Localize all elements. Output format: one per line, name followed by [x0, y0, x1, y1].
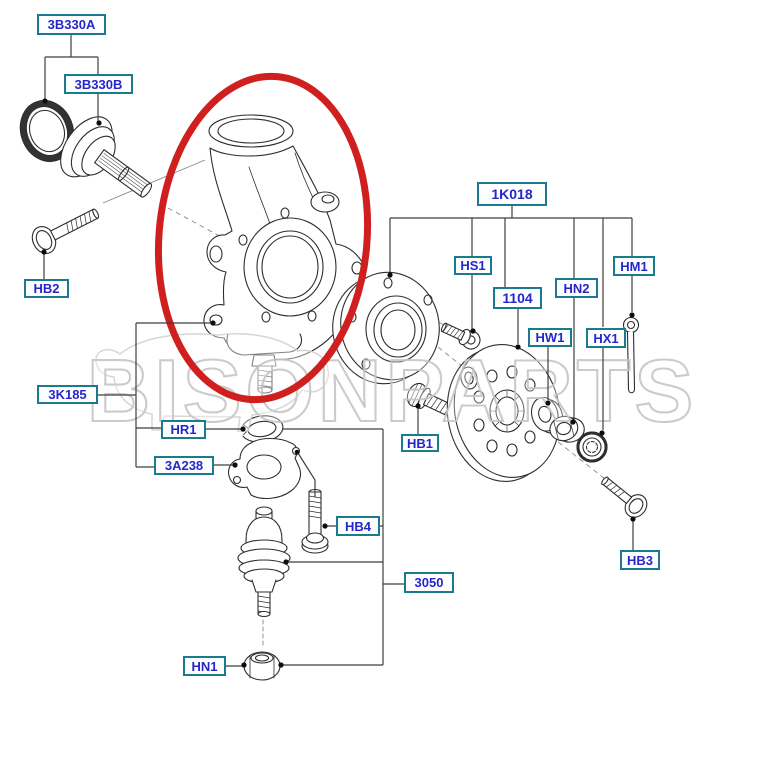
callout-HB4: HB4 — [336, 516, 380, 536]
hb2-bolt-drawing — [31, 208, 100, 254]
callout-lines — [43, 35, 634, 667]
hb3-bolt-drawing — [601, 476, 648, 518]
callout-HR1: HR1 — [161, 420, 206, 439]
callout-HB3: HB3 — [620, 550, 660, 570]
callout-3B330B: 3B330B — [64, 74, 133, 94]
hr1-snap-ring-drawing — [238, 415, 284, 443]
hb4-bolt-drawing — [301, 488, 329, 554]
abs-ring-drawing — [19, 99, 75, 163]
callout-HM1: HM1 — [613, 256, 655, 276]
callout-HB2: HB2 — [24, 279, 69, 298]
callout-3050: 3050 — [404, 572, 454, 593]
callout-HX1: HX1 — [586, 328, 626, 348]
callout-3B330A: 3B330A — [37, 14, 106, 35]
callout-dots — [41, 98, 636, 668]
hn1-nut-drawing — [243, 651, 281, 681]
callout-3A238: 3A238 — [154, 456, 214, 475]
callout-HB1: HB1 — [401, 434, 439, 452]
highlight-ellipse — [154, 72, 372, 404]
callout-HN1: HN1 — [183, 656, 226, 676]
steering-knuckle-drawing — [203, 114, 367, 394]
cv-joint-drawing — [60, 116, 153, 198]
ball-joint-drawing — [237, 506, 291, 618]
callout-HN2: HN2 — [555, 278, 598, 298]
hx1-locknut-drawing — [576, 431, 608, 463]
callout-1104: 1104 — [493, 287, 542, 309]
callout-HW1: HW1 — [528, 328, 572, 347]
hm1-cotter-pin-drawing — [622, 316, 640, 394]
callout-HS1: HS1 — [454, 256, 492, 275]
callout-3K185: 3K185 — [37, 385, 98, 404]
callout-1K018: 1K018 — [477, 182, 547, 206]
drive-flange-disc-drawing — [446, 344, 561, 482]
retainer-plate-drawing — [228, 437, 302, 500]
